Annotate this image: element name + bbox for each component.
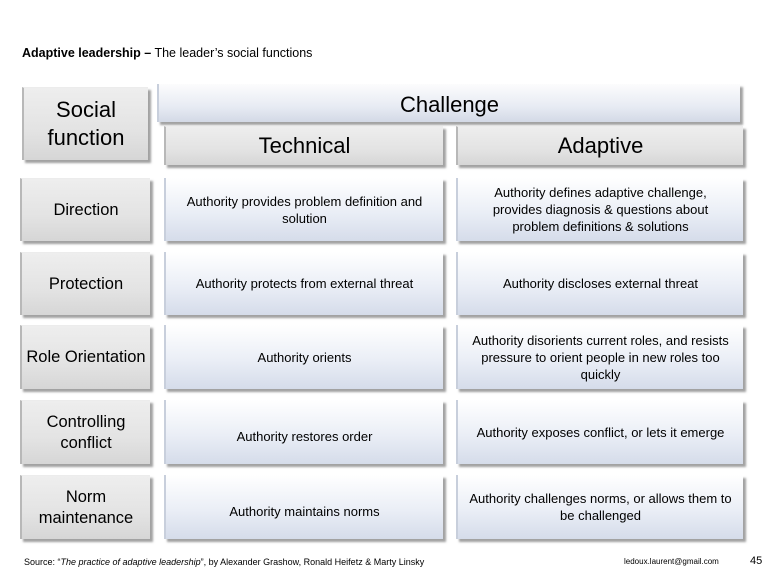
cell-text: Authority disorients current roles, and … (472, 332, 729, 382)
row-label-text: Direction (53, 200, 119, 219)
technical-header: Technical (164, 126, 443, 165)
cell-text: Authority challenges norms, or allows th… (469, 491, 732, 523)
cell-text: Authority defines adaptive challenge, pr… (492, 185, 709, 234)
row-label-protection: Protection (20, 252, 150, 315)
technical-cell-role-orientation: Authority orients (164, 325, 443, 389)
challenge-header: Challenge (157, 84, 740, 122)
author-email: ledoux.laurent@gmail.com (624, 557, 719, 566)
row-label-direction: Direction (20, 178, 150, 241)
cell-text: Authority orients (257, 349, 352, 365)
technical-cell-direction: Authority provides problem definition an… (164, 178, 443, 241)
cell-text: Authority provides problem definition an… (186, 193, 423, 226)
cell-text: Authority restores order (236, 428, 373, 444)
cell-text: Authority exposes conflict, or lets it e… (476, 424, 725, 440)
title-rest: The leader’s social functions (151, 46, 313, 60)
row-label-controlling-conflict: Controlling conflict (20, 400, 150, 464)
row-label-text: Controlling conflict (46, 412, 126, 452)
source-title: The practice of adaptive leadership (60, 557, 201, 567)
cell-text: Authority maintains norms (229, 503, 380, 519)
row-label-text: Norm maintenance (38, 487, 134, 527)
source-citation: Source: “The practice of adaptive leader… (24, 557, 424, 567)
adaptive-cell-norm-maintenance: Authority challenges norms, or allows th… (456, 475, 743, 539)
adaptive-cell-role-orientation: Authority disorients current roles, and … (456, 325, 743, 389)
source-suffix: ”, by Alexander Grashow, Ronald Heifetz … (200, 557, 425, 567)
technical-cell-controlling-conflict: Authority restores order (164, 400, 443, 464)
cell-text: Authority discloses external threat (502, 276, 699, 291)
social-function-header: Social function (22, 87, 148, 160)
source-prefix: Source: “ (24, 557, 61, 567)
adaptive-header-label: Adaptive (557, 133, 644, 158)
row-label-role-orientation: Role Orientation (20, 325, 150, 389)
technical-cell-norm-maintenance: Authority maintains norms (164, 475, 443, 539)
title-bold: Adaptive leadership – (22, 46, 152, 60)
technical-header-label: Technical (258, 133, 351, 158)
cell-text: Authority protects from external threat (195, 276, 414, 291)
page-number: 45 (750, 555, 763, 567)
row-label-text: Protection (48, 274, 124, 293)
adaptive-cell-direction: Authority defines adaptive challenge, pr… (456, 178, 743, 241)
row-label-norm-maintenance: Norm maintenance (20, 475, 150, 539)
adaptive-cell-protection: Authority discloses external threat (456, 252, 743, 315)
challenge-header-label: Challenge (399, 92, 500, 117)
adaptive-header: Adaptive (456, 126, 743, 165)
row-label-text: Role Orientation (26, 348, 146, 366)
social-function-header-label: Social function (47, 97, 125, 150)
page-title: Adaptive leadership – The leader’s socia… (22, 46, 312, 60)
technical-cell-protection: Authority protects from external threat (164, 252, 443, 315)
adaptive-cell-controlling-conflict: Authority exposes conflict, or lets it e… (456, 400, 743, 464)
